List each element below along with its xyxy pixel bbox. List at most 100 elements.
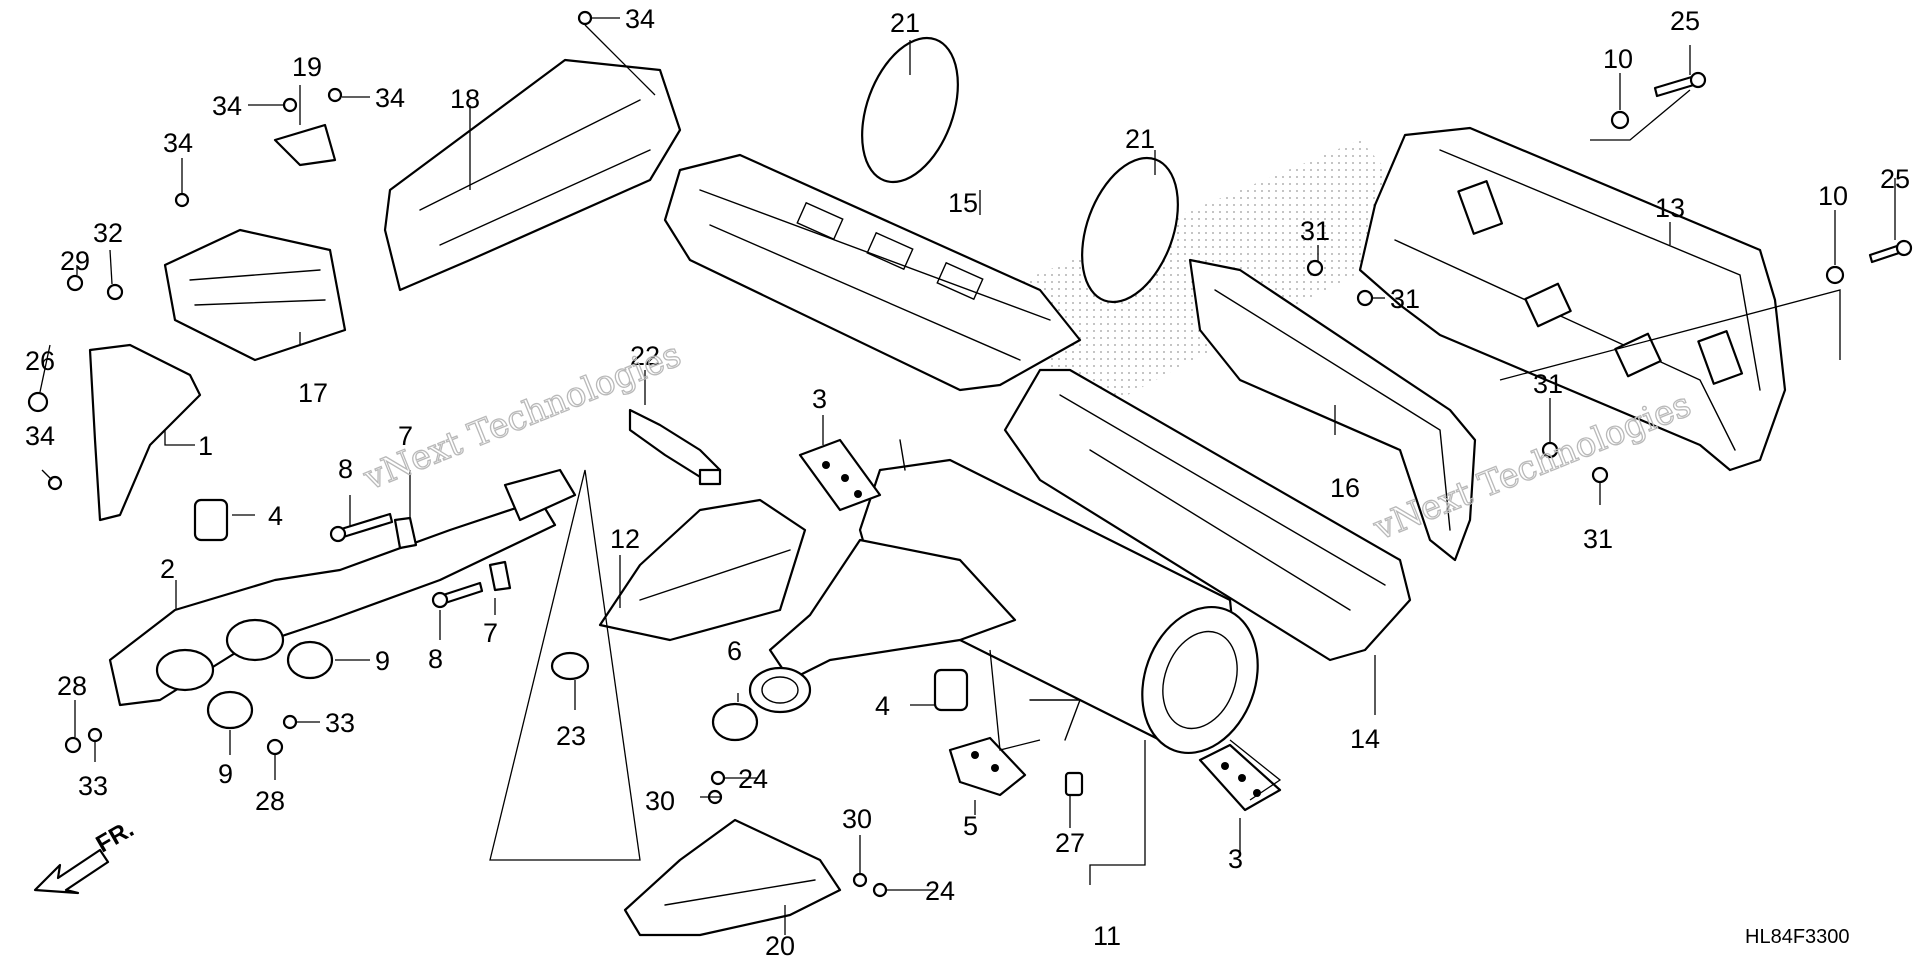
port-cover-part [163, 228, 347, 362]
nut-29-part [66, 274, 84, 292]
callout-8-upper: 8 [338, 454, 353, 484]
exhaust-pipe-part [108, 468, 577, 707]
gasket-6-part [711, 702, 759, 742]
callout-7-upper: 7 [398, 421, 413, 451]
callout-27: 27 [1055, 828, 1085, 858]
pipe-clamp-part [550, 651, 590, 681]
washer-31-a-part [1306, 259, 1324, 277]
callout-labels: 1 2 3 3 4 4 5 6 7 7 8 8 9 9 10 10 11 12 … [25, 4, 1910, 960]
upper-heat-shield-part [383, 58, 682, 292]
clamp-band-lower-part [1081, 156, 1179, 304]
front-direction-marker: FR. [33, 815, 138, 895]
callout-18: 18 [450, 84, 480, 114]
callout-3-lower: 3 [1228, 844, 1243, 874]
washer-33-a-part [87, 727, 103, 743]
callout-23: 23 [556, 721, 586, 751]
callout-3-upper: 3 [812, 384, 827, 414]
muffler-bracket-part [1188, 258, 1477, 562]
bolt-34-d-part [327, 87, 343, 103]
callout-6: 6 [727, 636, 742, 666]
callout-30-left: 30 [645, 786, 675, 816]
rubber-mount-lower-part [1198, 743, 1282, 812]
gasket-9-upper-part [286, 640, 334, 680]
callout-21-lower: 21 [1125, 124, 1155, 154]
leader-lines [39, 17, 1896, 935]
washer-31-c-part [1541, 441, 1559, 459]
callout-4-left: 4 [268, 501, 283, 531]
callout-20: 20 [765, 931, 795, 960]
callout-14: 14 [1350, 724, 1380, 754]
callout-24-upper: 24 [738, 764, 768, 794]
nut-28-a-part [64, 736, 82, 754]
callout-8-lower: 8 [428, 644, 443, 674]
bolt-24-a-part [710, 770, 726, 786]
callout-12: 12 [610, 524, 640, 554]
callout-2: 2 [160, 554, 175, 584]
front-heat-shield-part [663, 153, 1082, 392]
washer-10-lower-part [1825, 265, 1845, 285]
callout-26: 26 [25, 346, 55, 376]
callout-34-bracket-right: 34 [375, 83, 405, 113]
grommet-right-part [933, 668, 969, 712]
bolt-8-lower-part [431, 581, 484, 609]
plug-27-part [1064, 771, 1084, 797]
clamp-band-upper-part [861, 36, 959, 184]
callout-4-right: 4 [875, 691, 890, 721]
small-bracket-part [273, 123, 337, 167]
callout-22: 22 [630, 341, 660, 371]
gasket-9-lower-part [206, 690, 254, 730]
callout-28-lower: 28 [255, 786, 285, 816]
callout-13: 13 [1655, 193, 1685, 223]
callout-7-lower: 7 [483, 618, 498, 648]
callout-32: 32 [93, 218, 123, 248]
callout-31-d: 31 [1583, 524, 1613, 554]
nut-28-b-part [266, 738, 284, 756]
lower-heat-shield-part [623, 818, 842, 937]
bolt-8-upper-part [329, 512, 394, 543]
muffler-part [858, 439, 1259, 755]
callout-25-upper: 25 [1670, 6, 1700, 36]
callout-31-c: 31 [1533, 369, 1563, 399]
callout-1: 1 [198, 431, 213, 461]
bolt-24-b-part [872, 882, 888, 898]
bolt-32-part [106, 283, 124, 301]
callout-29: 29 [60, 246, 90, 276]
bolt-34-c-part [282, 97, 298, 113]
long-heat-shield-part [1003, 368, 1412, 662]
bolt-25-lower-part [1868, 239, 1913, 264]
callout-24-lower: 24 [925, 876, 955, 906]
callout-34-top: 34 [625, 4, 655, 34]
callout-31-a: 31 [1300, 216, 1330, 246]
callout-34-upper-left: 34 [163, 128, 193, 158]
mount-bracket-part [948, 736, 1027, 797]
washer-31-b-part [1356, 289, 1374, 307]
callout-16: 16 [1330, 473, 1360, 503]
callout-11: 11 [1093, 921, 1121, 951]
callout-33-left: 33 [78, 771, 108, 801]
callout-9-lower: 9 [218, 759, 233, 789]
diagram-code: HL84F3300 [1745, 926, 1850, 948]
washer-30-b-part [852, 872, 868, 888]
callout-19: 19 [292, 52, 322, 82]
front-arrow-icon [33, 848, 110, 895]
spring-lower-part [488, 560, 512, 592]
callout-17: 17 [298, 378, 328, 408]
callout-34-left: 34 [25, 421, 55, 451]
callout-9-right: 9 [375, 646, 390, 676]
callout-31-b: 31 [1390, 284, 1420, 314]
spring-upper-part [393, 516, 418, 550]
rubber-mount-upper-part [798, 438, 882, 512]
callout-33-right: 33 [325, 708, 355, 738]
bolt-34-b-part [174, 192, 190, 208]
callout-25-lower: 25 [1880, 164, 1910, 194]
washer-10-upper-part [1610, 110, 1630, 130]
washer-31-d-part [1591, 466, 1609, 484]
muffler-inlet-pipe-part [748, 538, 1017, 714]
bracket-plate-part [88, 343, 202, 522]
bolt-25-upper-part [1653, 71, 1707, 98]
callout-30-right: 30 [842, 804, 872, 834]
grommet-left-part [193, 498, 229, 542]
pipe-cover-part [598, 498, 807, 642]
callout-5: 5 [963, 811, 978, 841]
